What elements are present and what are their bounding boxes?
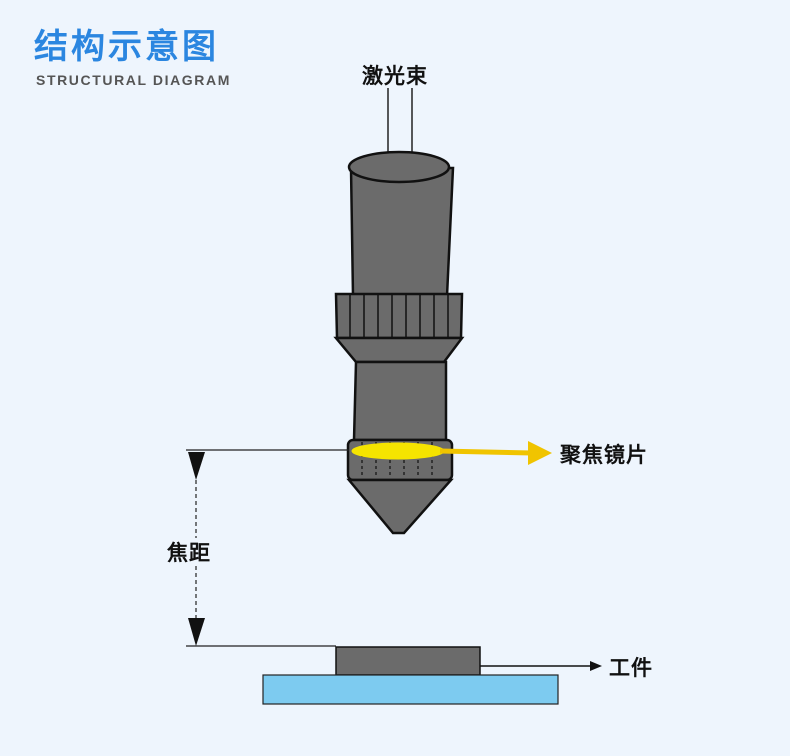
- workpiece: [335, 646, 481, 676]
- diagram-subtitle: STRUCTURAL DIAGRAM: [36, 72, 231, 88]
- header: 结构示意图 STRUCTURAL DIAGRAM: [34, 26, 231, 88]
- knurled-ring: [334, 292, 464, 340]
- lens-pointer-arrow: [439, 441, 552, 465]
- label-focal-length: 焦距: [167, 541, 211, 565]
- label-laser-beam: 激光束: [362, 64, 428, 88]
- workpiece-pointer-arrow: [480, 661, 602, 671]
- label-workpiece: 工件: [609, 656, 653, 680]
- base-plate: [262, 674, 559, 705]
- nozzle-upper-body: [347, 150, 455, 298]
- upper-taper: [333, 336, 465, 364]
- nozzle-cone: [346, 478, 454, 535]
- laser-beam-lines: [387, 88, 413, 156]
- diagram-title: 结构示意图: [34, 27, 219, 67]
- focal-length-dimension: [186, 449, 349, 647]
- nozzle-lower-body: [352, 360, 448, 442]
- focusing-lens: [351, 442, 445, 460]
- label-focusing-lens: 聚焦镜片: [560, 443, 648, 467]
